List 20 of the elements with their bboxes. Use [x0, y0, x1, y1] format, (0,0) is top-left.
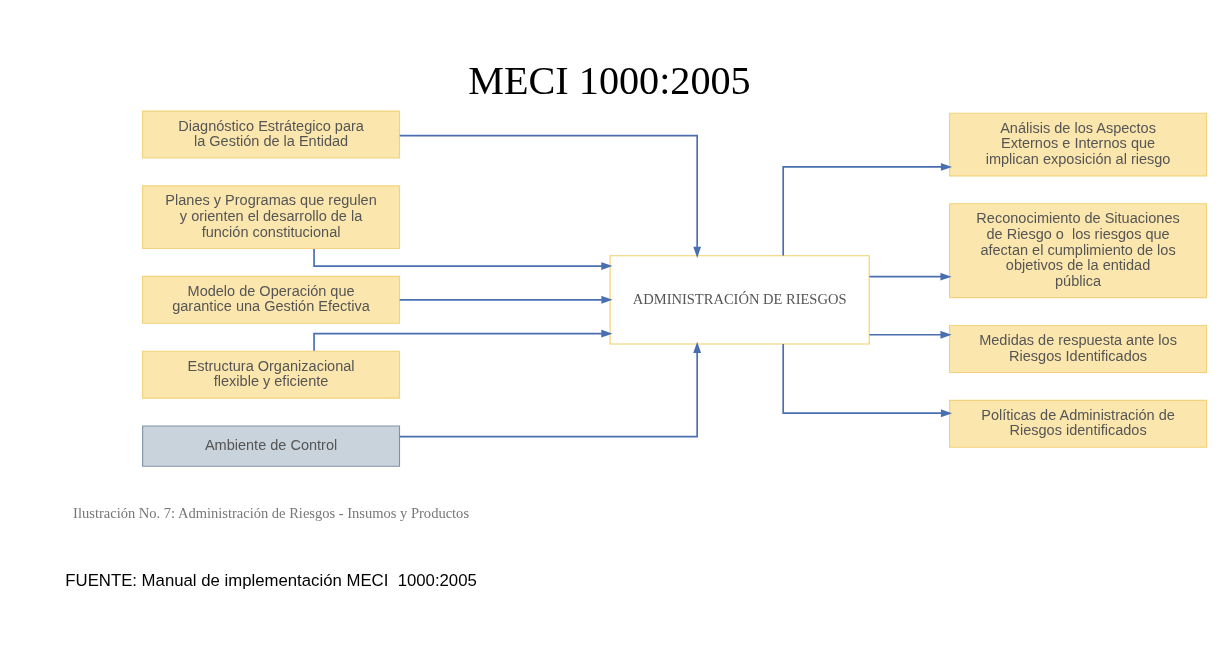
node-box: Políticas de Administración de Riesgos identificados [949, 399, 1208, 448]
node-box: Planes y Programas que regulen y orienten el desarrollo de la función constitucional [142, 185, 401, 249]
node-box: Análisis de los Aspectos Externos e Internos que implican exposición al riesgo [949, 112, 1208, 177]
arrow [398, 134, 702, 258]
arrow [868, 330, 952, 339]
node-box: Diagnóstico Estrátegico para la Gestión de la Entidad [142, 110, 401, 159]
node-box: Modelo de Operación que garantice una Gestión Efectiva [142, 275, 401, 324]
arrow [782, 163, 953, 257]
node-box: Medidas de respuesta ante los Riesgos Identificados [949, 324, 1208, 373]
node-box: Reconocimiento de Situaciones de Riesgo o los riesgos que afectan el cumplimiento de los objetivos de la entidad pública [949, 203, 1208, 299]
arrow [868, 272, 952, 281]
caption: Ilustración No. 7: Administración de Riesgos - Insumos y Productos [73, 505, 470, 522]
arrow [398, 295, 613, 304]
diagram-title: MECI 1000:2005 [468, 58, 751, 104]
label: FUENTE: Manual de implementación MECI 1000:2005 [65, 571, 477, 591]
arrow [398, 341, 702, 438]
node-box: Estructura Organizacional flexible y eficiente [142, 350, 401, 399]
node-box: ADMINISTRACIÓN DE RIESGOS [609, 255, 870, 345]
node-box: Ambiente de Control [142, 425, 401, 467]
arrow [782, 343, 953, 418]
